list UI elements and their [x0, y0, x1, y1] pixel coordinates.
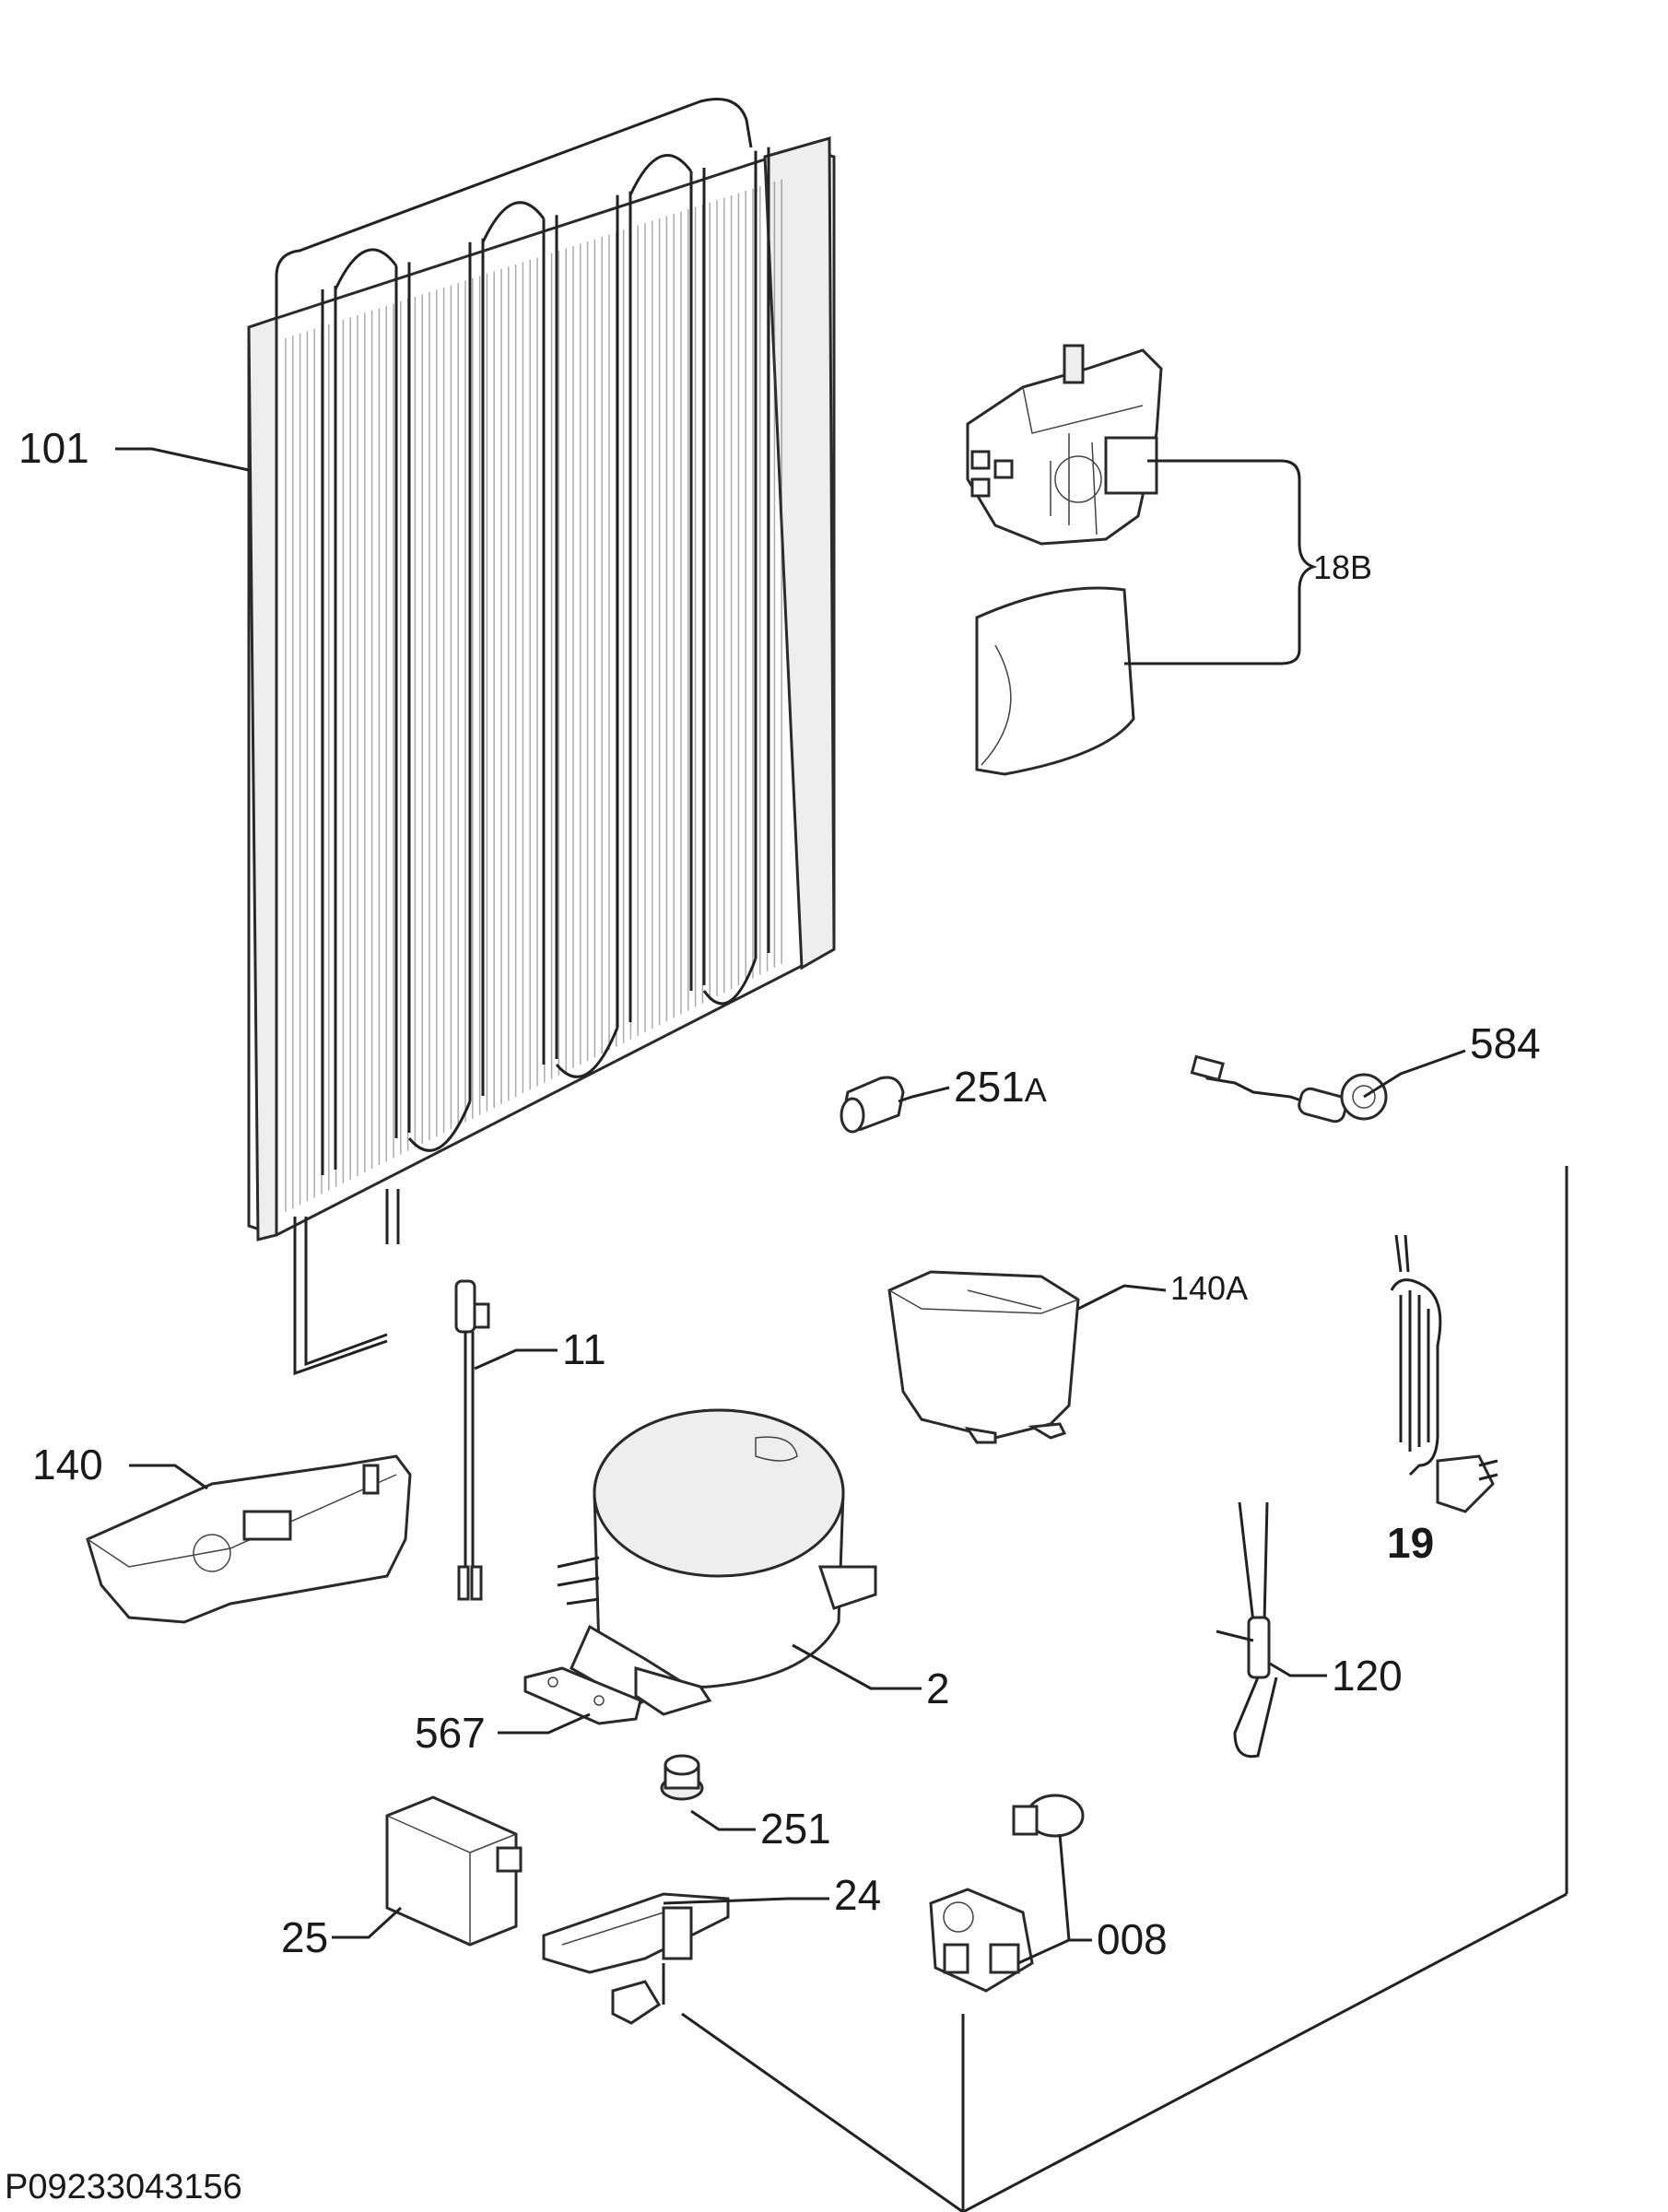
callout-11: 11	[562, 1325, 606, 1373]
callout-140a: 140A	[1170, 1269, 1248, 1307]
callout-2: 2	[926, 1665, 950, 1712]
sensor-120-part	[1216, 1501, 1278, 1759]
thermostat-cover-part	[975, 586, 1135, 776]
bushing-251a-part	[840, 1076, 905, 1134]
drawing-code: P09233043156	[5, 2168, 242, 2206]
condenser-tubes	[321, 147, 770, 1175]
condenser-fins	[285, 179, 782, 1212]
compressor-2-part	[557, 1408, 877, 1716]
condenser-part	[247, 98, 836, 1376]
callout-251a: 251A	[954, 1063, 1047, 1111]
callout-584: 584	[1470, 1019, 1541, 1067]
callout-140: 140	[32, 1441, 103, 1488]
cabinet-outline	[681, 1166, 1568, 2212]
bracket-18b	[1124, 459, 1318, 665]
callout-120: 120	[1332, 1652, 1403, 1700]
starter-008-part	[929, 1794, 1085, 1993]
tray-140-part	[86, 1454, 412, 1624]
wire-11-part	[454, 1279, 490, 1601]
callout-24: 24	[834, 1871, 881, 1919]
power-cord-19-part	[1390, 1234, 1498, 1513]
callout-18b: 18B	[1313, 548, 1372, 586]
callout-101: 101	[18, 424, 89, 472]
callout-008: 008	[1097, 1915, 1168, 1963]
callout-25: 25	[281, 1913, 328, 1961]
grommet-251-part	[660, 1754, 704, 1801]
bracket-24-part	[542, 1892, 730, 2025]
leader-lines	[115, 447, 1466, 1965]
mounting-plate-567-part	[523, 1666, 642, 1725]
callout-251: 251	[760, 1805, 831, 1853]
relay-25-part	[385, 1795, 523, 1947]
callout-19: 19	[1387, 1519, 1434, 1567]
callout-567: 567	[415, 1709, 486, 1757]
thermostat-control-part	[966, 344, 1163, 546]
drip-tray-140a-part	[887, 1270, 1080, 1444]
sensor-584-part	[1190, 1054, 1388, 1124]
